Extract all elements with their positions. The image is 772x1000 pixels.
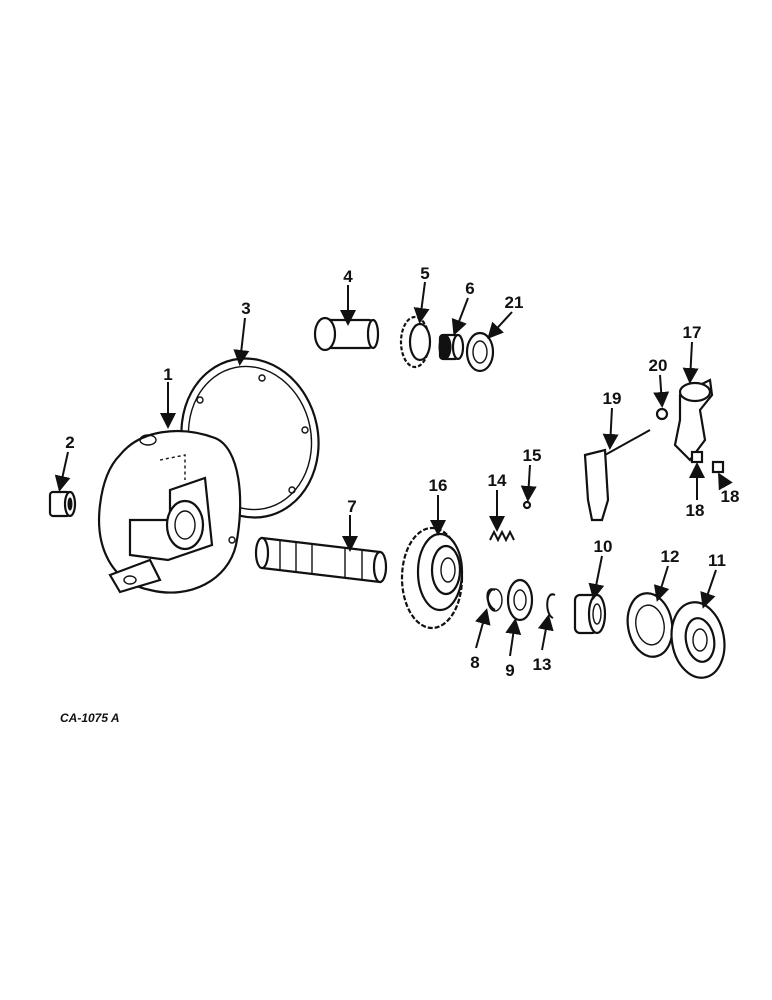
fork-shoe-part-b xyxy=(711,460,725,474)
callout-12: 12 xyxy=(661,547,680,566)
callout-16: 16 xyxy=(429,476,448,495)
callout-6: 6 xyxy=(465,279,474,298)
callout-15: 15 xyxy=(523,446,542,465)
cover-gasket-part xyxy=(626,592,674,658)
shift-lever-part xyxy=(583,429,651,522)
callout-10: 10 xyxy=(594,537,613,556)
housing-part xyxy=(98,429,242,594)
shift-fork-part xyxy=(673,378,714,462)
callout-2: 2 xyxy=(65,433,74,452)
fork-shoe-part-a xyxy=(690,450,704,464)
callout-17: 17 xyxy=(683,323,702,342)
callout-13: 13 xyxy=(533,655,552,674)
figure-code: CA-1075 A xyxy=(60,711,120,725)
shift-ball-part xyxy=(655,407,669,421)
snap-ring-part xyxy=(486,588,503,612)
callout-4: 4 xyxy=(343,267,353,286)
large-gear-part xyxy=(400,526,464,630)
ball-bearing-part xyxy=(506,578,534,622)
washer-part xyxy=(465,331,495,373)
retaining-ring-part xyxy=(546,593,556,619)
callout-7: 7 xyxy=(347,497,356,516)
roller-bearing-part xyxy=(438,333,465,361)
callout-20: 20 xyxy=(649,356,668,375)
pin-shaft-part xyxy=(313,316,380,352)
needle-bearing-part xyxy=(48,490,77,518)
callout-5: 5 xyxy=(420,264,429,283)
callout-8: 8 xyxy=(470,653,479,672)
splined-shaft-part xyxy=(254,536,388,584)
leader-lines xyxy=(54,281,733,657)
callout-18a: 18 xyxy=(686,501,705,520)
callout-9: 9 xyxy=(505,661,514,680)
callout-1: 1 xyxy=(163,365,172,384)
callout-21: 21 xyxy=(505,293,524,312)
callout-18b: 18 xyxy=(721,487,740,506)
bearing-cover-part xyxy=(670,601,726,679)
callout-14: 14 xyxy=(488,471,507,490)
spring-part xyxy=(489,529,515,543)
callout-19: 19 xyxy=(603,389,622,408)
oil-seal-part xyxy=(573,593,607,635)
detent-ball-part xyxy=(522,500,532,510)
small-gear-part xyxy=(399,315,432,369)
callout-3: 3 xyxy=(241,299,250,318)
callout-11: 11 xyxy=(708,551,726,570)
